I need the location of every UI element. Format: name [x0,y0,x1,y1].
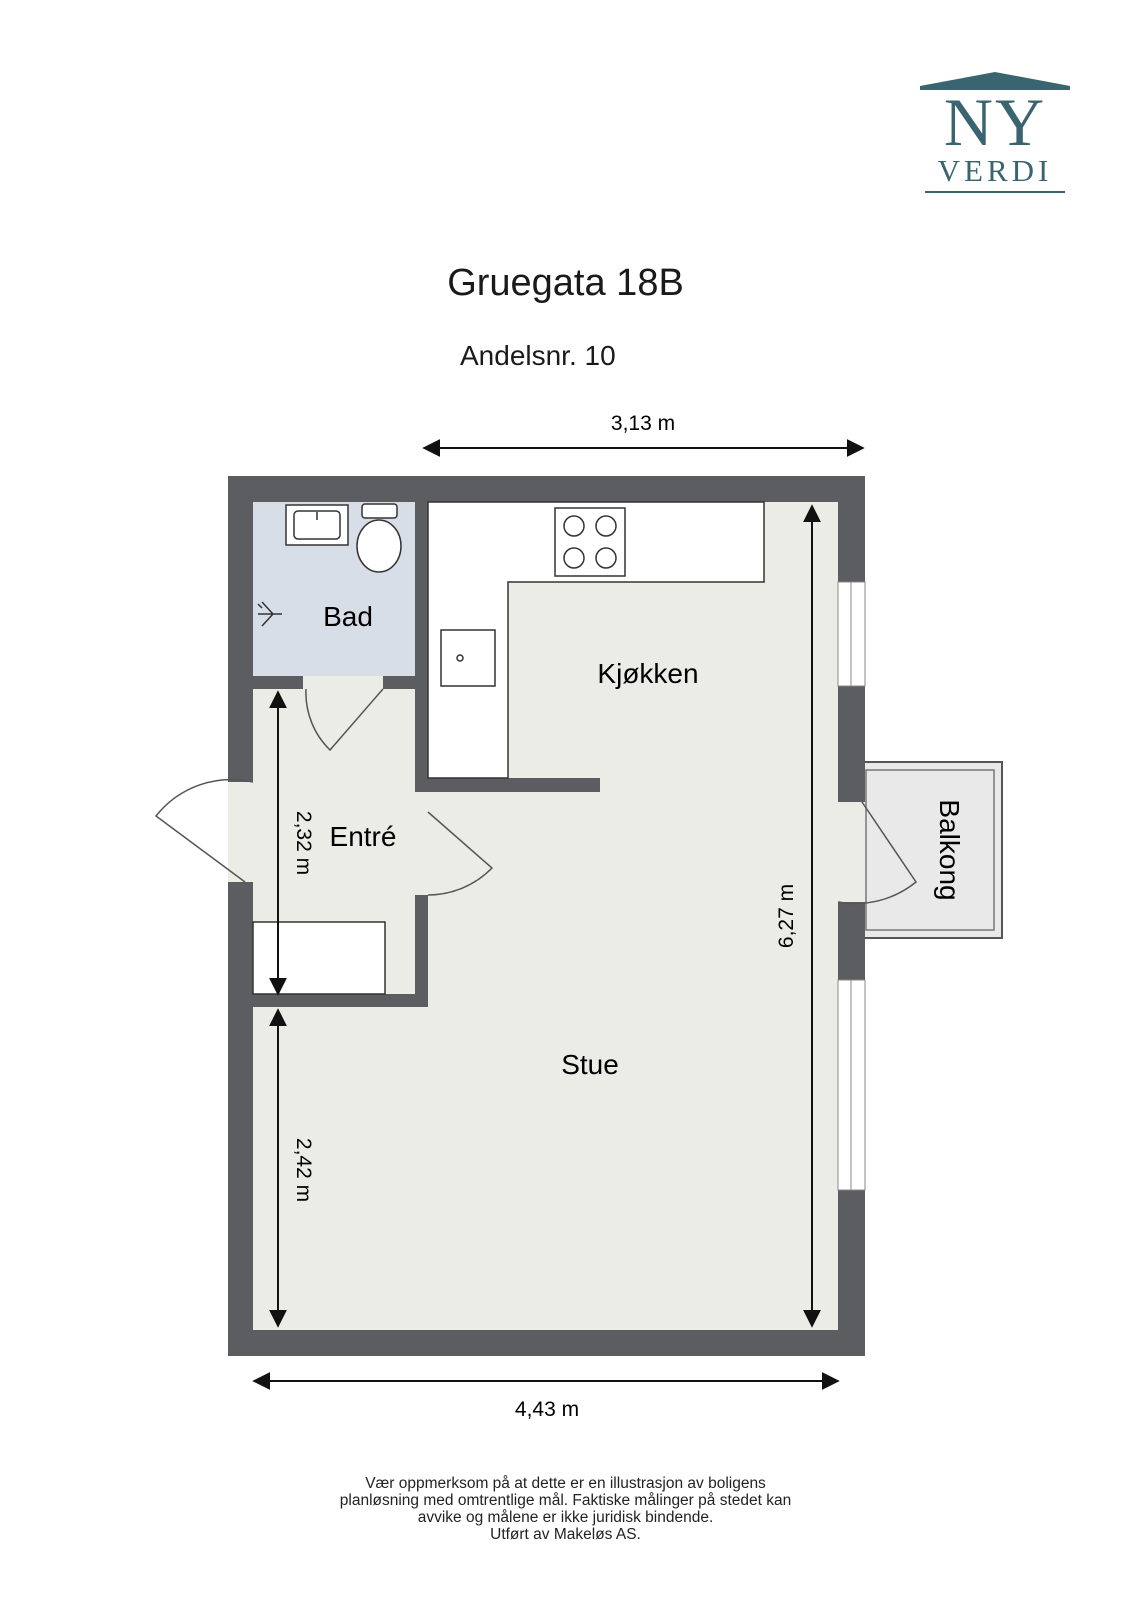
shower-icon [257,601,282,627]
room-label-stue: Stue [561,1049,619,1080]
disclaimer: Vær oppmerksom på at dette er en illustr… [260,1475,871,1543]
page-title: Gruegata 18B [447,262,684,304]
room-label-kjokken: Kjøkken [597,658,698,689]
interior-walls [253,502,600,1007]
bathroom-door [305,688,384,752]
dimension-lines [252,439,865,1390]
wardrobe [252,921,386,995]
brand-logo: NY VERDI [915,70,1075,200]
brand-underline [925,191,1065,193]
dimension-label-right: 6,27 m [775,884,798,948]
balcony [861,761,1003,939]
disclaimer-line: Utført av Makeløs AS. [490,1526,641,1543]
kitchen-counter [427,501,765,779]
dimension-label-bottom: 4,43 m [515,1398,579,1421]
stove-icon [554,507,626,577]
brand-name-secondary: VERDI [937,153,1053,188]
bathroom-sink-icon [285,504,349,546]
dimension-label-top: 3,13 m [611,412,675,435]
room-label-bad: Bad [323,601,373,632]
brand-name-primary: NY [943,84,1047,160]
toilet-icon [356,503,402,573]
page-subtitle: Andelsnr. 10 [460,340,616,371]
window [837,581,866,687]
balcony-door [837,801,918,905]
living-room-door [415,792,494,896]
window [837,979,866,1191]
room-label-balkong: Balkong [934,799,965,900]
disclaimer-line: avvike og målene er ikke juridisk binden… [417,1509,714,1526]
dimension-label-entre: 2,32 m [292,811,315,875]
disclaimer-line: planløsning med omtrentlige mål. Faktisk… [339,1492,792,1509]
room-label-entre: Entré [330,821,397,852]
disclaimer-line: Vær oppmerksom på at dette er en illustr… [365,1475,766,1492]
roof-icon [920,72,1070,90]
kitchen-sink-icon [440,629,496,687]
dimension-label-stue: 2,42 m [292,1138,315,1202]
entrance-door [154,778,254,883]
